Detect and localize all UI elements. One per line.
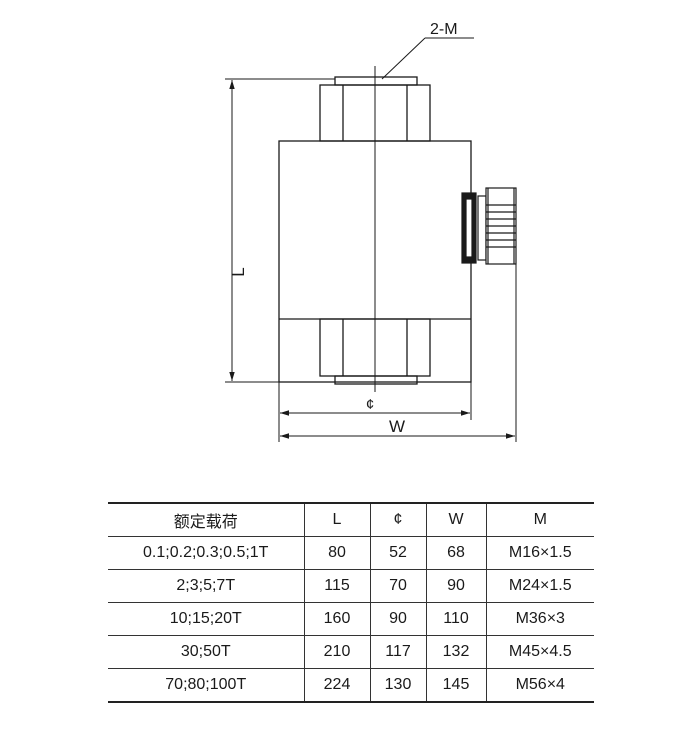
cell-width: 110 — [425, 602, 486, 636]
cell-length: 224 — [303, 668, 370, 703]
diameter-dimension — [278, 330, 472, 420]
cell-rated-load: 70;80;100T — [108, 668, 304, 703]
cell-width: 132 — [425, 635, 486, 669]
width-dimension-label: W — [389, 417, 405, 436]
cell-thread: M24×1.5 — [485, 569, 594, 603]
cell-diameter: 90 — [369, 602, 426, 636]
table-row: 70;80;100T 224 130 145 M56×4 — [108, 668, 594, 703]
cell-rated-load: 30;50T — [108, 635, 304, 669]
cell-diameter: 117 — [369, 635, 426, 669]
cell-width: 90 — [425, 569, 486, 603]
cell-width: 68 — [425, 536, 486, 570]
cell-diameter: 52 — [369, 536, 426, 570]
cell-thread: M36×3 — [485, 602, 594, 636]
specification-table: 额定载荷 L ¢ W M 0.1;0.2;0.3;0.5;1T 80 52 68… — [108, 502, 594, 703]
header-rated-load: 额定载荷 — [108, 502, 304, 537]
diameter-dimension-label: ¢ — [366, 396, 374, 413]
cell-thread: M45×4.5 — [485, 635, 594, 669]
cell-length: 80 — [303, 536, 370, 570]
cell-diameter: 130 — [369, 668, 426, 703]
cell-length: 160 — [303, 602, 370, 636]
length-dimension-label: L — [229, 267, 248, 276]
cell-diameter: 70 — [369, 569, 426, 603]
cell-rated-load: 10;15;20T — [108, 602, 304, 636]
header-width: W — [425, 502, 486, 537]
header-thread: M — [485, 502, 594, 537]
length-dimension — [225, 78, 335, 383]
cell-rated-load: 0.1;0.2;0.3;0.5;1T — [108, 536, 304, 570]
table-header-row: 额定载荷 L ¢ W M — [108, 502, 594, 537]
load-cell-drawing: 2-M L ¢ W — [225, 21, 517, 442]
table-row: 10;15;20T 160 90 110 M36×3 — [108, 602, 594, 636]
header-diameter: ¢ — [369, 502, 426, 537]
thread-callout-label: 2-M — [430, 21, 458, 38]
cell-width: 145 — [425, 668, 486, 703]
cell-thread: M16×1.5 — [485, 536, 594, 570]
table-row: 30;50T 210 117 132 M45×4.5 — [108, 635, 594, 669]
cell-length: 115 — [303, 569, 370, 603]
cell-length: 210 — [303, 635, 370, 669]
header-length: L — [303, 502, 370, 537]
width-dimension — [278, 264, 517, 442]
table-row: 0.1;0.2;0.3;0.5;1T 80 52 68 M16×1.5 — [108, 536, 594, 570]
thread-callout-leader — [381, 37, 474, 80]
cell-rated-load: 2;3;5;7T — [108, 569, 304, 603]
table-row: 2;3;5;7T 115 70 90 M24×1.5 — [108, 569, 594, 603]
cable-connector — [461, 187, 517, 265]
cell-thread: M56×4 — [485, 668, 594, 703]
